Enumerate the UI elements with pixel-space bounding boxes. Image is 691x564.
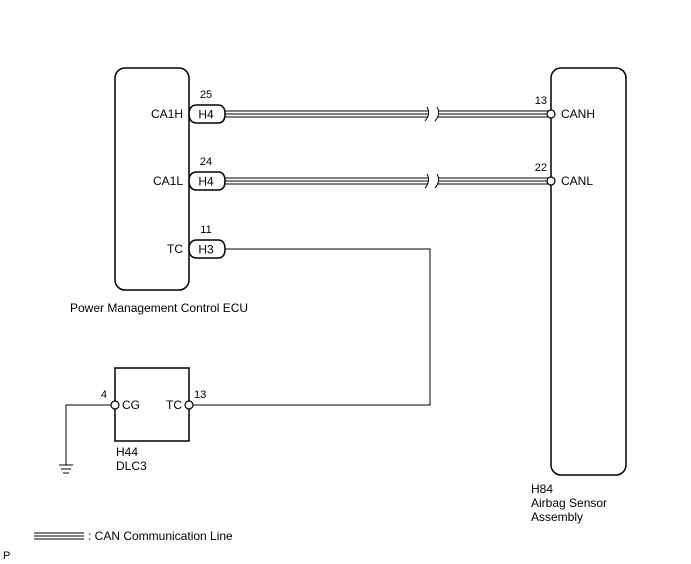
ecu-pin-number: 24 — [200, 156, 212, 168]
dlc-signal-label: CG — [122, 398, 140, 412]
dlc-terminal-tc — [184, 400, 194, 410]
airbag-terminal — [546, 176, 556, 186]
ecu-connector-h4-pin24: H4 — [188, 171, 226, 191]
ground-wire — [65, 404, 111, 465]
dlc-name: DLC3 — [116, 459, 147, 473]
can-high-line — [225, 106, 551, 122]
ecu-pin-number: 11 — [200, 224, 211, 236]
ecu-signal-label: CA1H — [151, 107, 183, 121]
dlc-connector-label: H44 — [116, 445, 138, 459]
ecu-pin-number: 25 — [200, 89, 212, 101]
legend-text: : CAN Communication Line — [88, 529, 233, 543]
ecu-connector-h3-pin11: H3 — [188, 239, 226, 259]
ecu-connector-label-2: H4 — [198, 175, 214, 189]
ecu-connector-label-1: H4 — [198, 108, 214, 122]
airbag-name-line2: Assembly — [531, 510, 583, 524]
ecu-signal-label: CA1L — [153, 174, 183, 188]
airbag-terminal — [546, 109, 556, 119]
airbag-signal-label: CANH — [561, 107, 595, 121]
ground-icon — [59, 464, 73, 474]
airbag-sensor-box — [550, 67, 627, 476]
can-low-line — [225, 173, 551, 189]
airbag-pin-number: 22 — [535, 162, 547, 174]
ecu-connector-h4-pin25: H4 — [188, 104, 226, 124]
tc-wire — [193, 248, 431, 406]
ecu-name: Power Management Control ECU — [70, 301, 248, 315]
dlc-pin-number: 4 — [101, 389, 107, 401]
dlc-pin-number: 13 — [194, 389, 206, 401]
corner-mark: P — [3, 550, 10, 562]
dlc-signal-label: TC — [166, 398, 182, 412]
ecu-connector-label-3: H3 — [198, 243, 214, 257]
airbag-connector-label: H84 — [531, 482, 553, 496]
ecu-signal-label: TC — [167, 242, 183, 256]
airbag-pin-number: 13 — [535, 95, 547, 107]
dlc3-box — [114, 367, 190, 442]
dlc-terminal-cg — [110, 400, 120, 410]
airbag-name-line1: Airbag Sensor — [531, 496, 607, 510]
airbag-signal-label: CANL — [561, 174, 593, 188]
legend-swatch — [34, 532, 84, 540]
